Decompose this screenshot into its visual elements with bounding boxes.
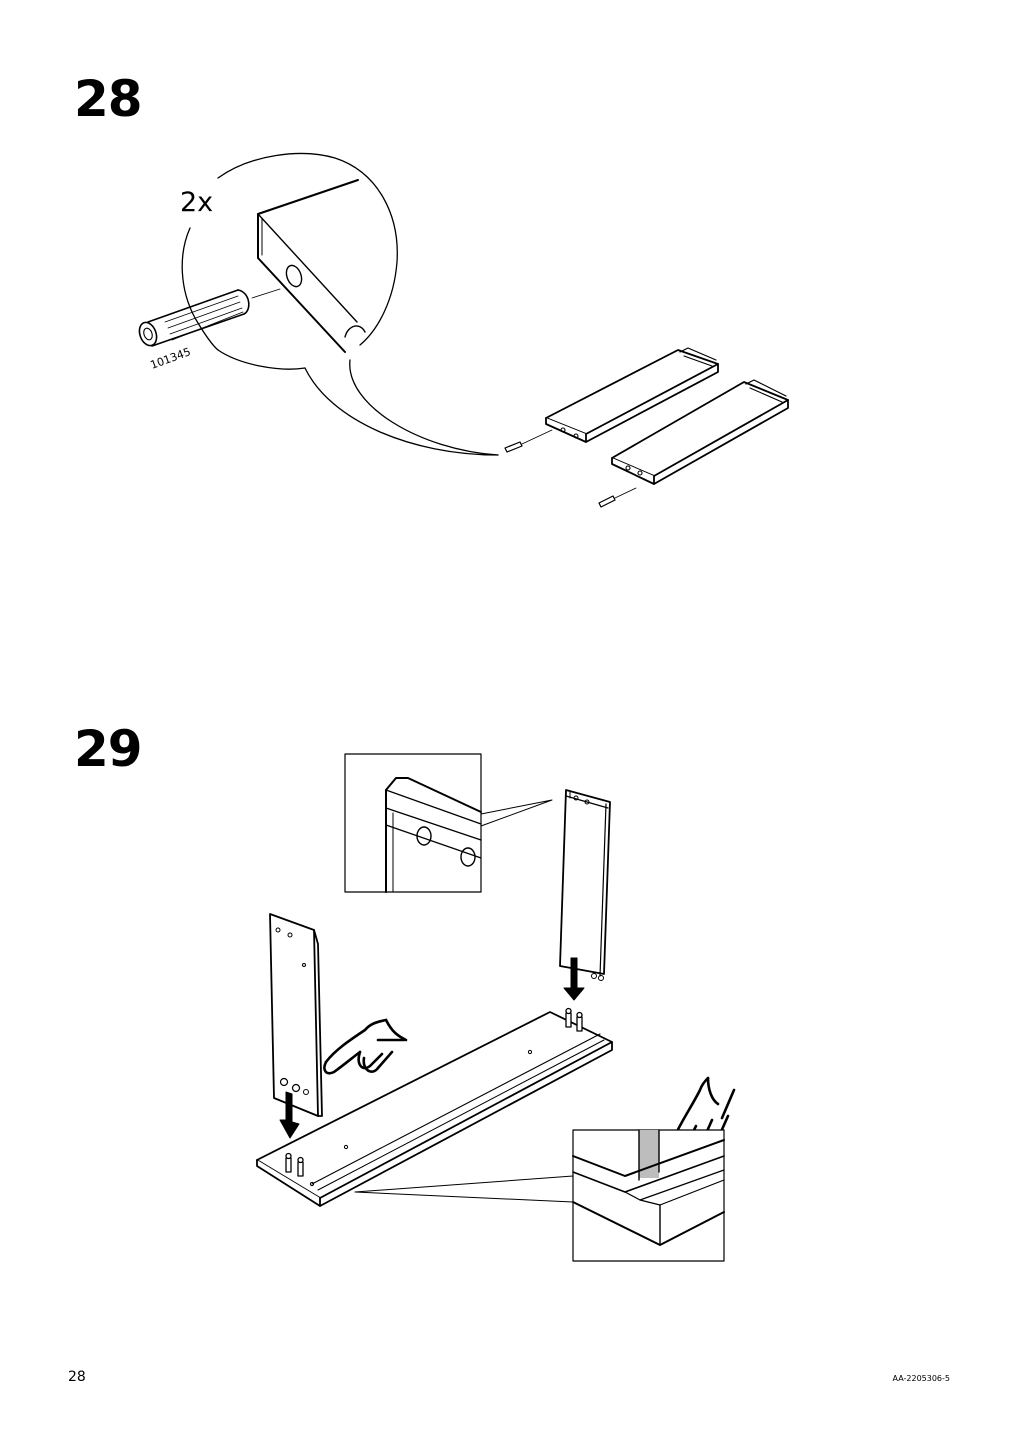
hand-pointer-icon bbox=[323, 1018, 408, 1075]
upright-panel-right bbox=[559, 789, 611, 981]
panel-edge-zoomed bbox=[257, 179, 366, 353]
part-number-label: 101345 bbox=[149, 345, 193, 372]
quantity-label: 2x bbox=[180, 187, 213, 218]
base-board bbox=[256, 1011, 613, 1207]
base-dowels bbox=[285, 1007, 583, 1177]
magnifier-callout bbox=[181, 152, 499, 456]
detail-inset-top bbox=[344, 753, 553, 893]
arrow-down-left-icon bbox=[279, 1091, 300, 1139]
board-1 bbox=[504, 347, 719, 453]
arrow-down-right-icon bbox=[563, 957, 585, 1001]
step-28-illustration: 2x 101345 bbox=[138, 152, 789, 508]
step-29-number: 29 bbox=[74, 720, 143, 778]
document-code: AA-2205306-5 bbox=[892, 1374, 950, 1383]
step-29-illustration bbox=[256, 753, 736, 1262]
detail-inset-bottom bbox=[354, 1129, 725, 1262]
page-number: 28 bbox=[68, 1369, 86, 1385]
step-28-number: 28 bbox=[74, 70, 143, 128]
dowel-zoomed bbox=[138, 288, 281, 347]
upright-panel-left bbox=[269, 913, 323, 1117]
board-2 bbox=[598, 379, 789, 508]
